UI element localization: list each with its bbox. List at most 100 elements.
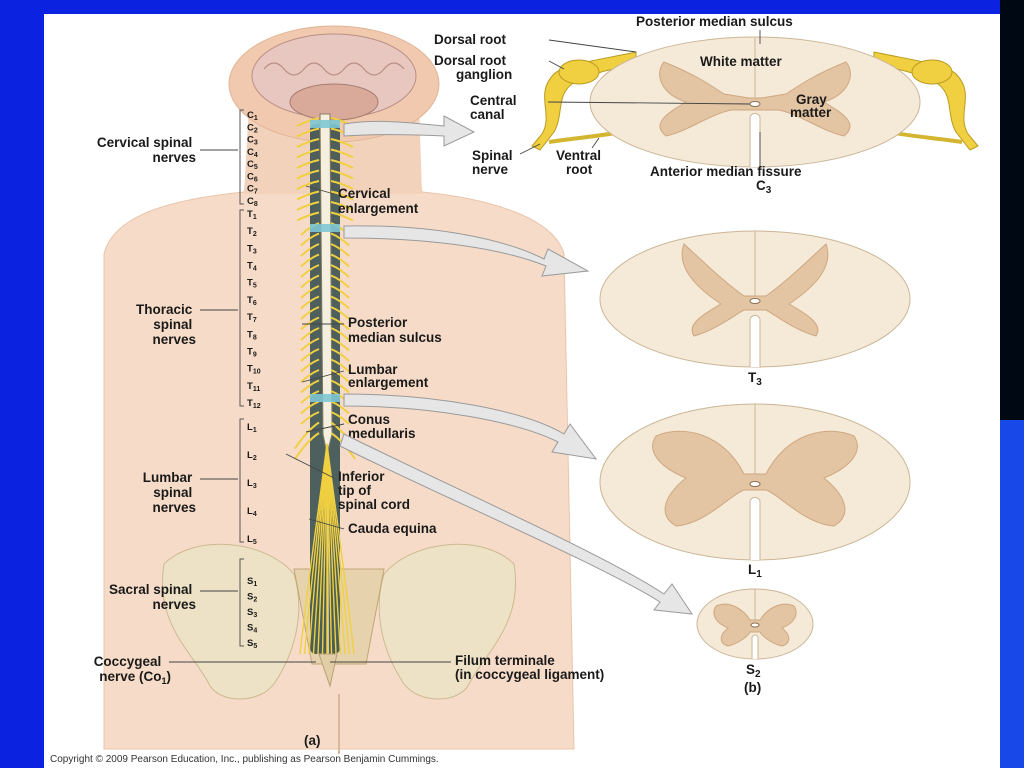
cauda-equina-fiber <box>326 443 355 655</box>
spinal-nerve-branch <box>296 169 320 180</box>
level-marker-t3 <box>310 224 340 232</box>
spinal-nerve-branch <box>330 148 354 159</box>
spinal-nerve-branch <box>300 337 320 352</box>
leader-dorsal-root <box>548 39 637 53</box>
segment-label-t2: T2 <box>247 226 257 238</box>
spinal-nerve-branch <box>300 274 320 289</box>
label-line: canal <box>470 107 505 122</box>
label-line: Lumbar <box>143 470 193 485</box>
spinal-nerve-branch <box>296 190 320 201</box>
segment-label-l3: L3 <box>247 478 257 490</box>
section-letter: T <box>748 370 757 385</box>
level-marker-l1 <box>310 394 340 402</box>
label-line: enlargement <box>338 201 419 216</box>
gray-matter-l1 <box>652 430 858 527</box>
level-arrows <box>339 115 694 615</box>
label-line: matter <box>790 105 832 120</box>
label-text: ) <box>167 669 172 684</box>
segment-label-t5: T5 <box>247 278 257 290</box>
label-line: nerves <box>152 150 196 165</box>
section-label-c3: C3 <box>756 178 772 196</box>
panel-b-label: (b) <box>744 680 761 695</box>
segment-label-t7: T7 <box>247 312 257 324</box>
spinal-nerve-branch <box>300 358 320 373</box>
segment-label-t6: T6 <box>247 295 257 307</box>
central-canal-s2 <box>750 622 760 628</box>
label-text: nerve (Co <box>99 669 161 684</box>
spinal-nerve-branch <box>300 295 320 310</box>
arrow-to-t3 <box>343 225 590 277</box>
label-line: nerve (Co1) <box>99 669 171 686</box>
label-line: Posterior <box>348 315 408 330</box>
panel-a-label: (a) <box>304 733 321 748</box>
spinal-nerve-branch <box>330 264 350 278</box>
segment-label-s5: S5 <box>247 638 257 650</box>
segment-label-l4: L4 <box>247 506 257 518</box>
label-line: medullaris <box>348 426 416 441</box>
spinal-nerve-branch <box>330 201 354 211</box>
anterior-fissure-l1 <box>749 497 761 560</box>
spinal-nerve-branch <box>296 127 320 138</box>
label-line: nerve <box>472 162 509 177</box>
segment-brackets <box>239 109 244 647</box>
bracket-cervical <box>239 109 244 205</box>
spinal-nerve-branch <box>294 432 320 460</box>
segment-label-c2: C2 <box>247 122 258 134</box>
spinal-nerve-branch <box>296 201 320 211</box>
gray-matter-c3 <box>659 61 851 137</box>
spinal-nerve-branch <box>300 306 320 320</box>
cross-section-c3 <box>531 36 979 168</box>
spinal-nerve-branch <box>300 253 320 268</box>
section-subscript: 3 <box>766 185 772 196</box>
anterior-fissure-s2 <box>751 634 759 659</box>
spinal-nerve-branch <box>300 379 320 394</box>
anterior-fissure-c3 <box>749 113 761 167</box>
label-line: Cervical <box>338 186 391 201</box>
leader-spinal-nerve <box>519 143 541 155</box>
central-canal-t3 <box>749 298 761 304</box>
segment-label-c7: C7 <box>247 184 258 196</box>
bracket-lumbar <box>239 418 244 543</box>
section-letter: S <box>746 662 755 677</box>
spinal-nerve-branch <box>330 358 350 373</box>
label-central-canal: Central canal <box>470 93 520 122</box>
spinal-nerve-branch <box>330 190 354 201</box>
spinal-nerve-branch <box>300 243 320 257</box>
spinal-nerve-branch <box>300 400 320 415</box>
label-line: Central <box>470 93 517 108</box>
central-canal-c3 <box>749 101 761 107</box>
label-line: Cervical spinal <box>97 135 192 150</box>
segment-label-t10: T10 <box>247 364 261 376</box>
spinal-cord <box>319 113 333 455</box>
spinal-nerve-branch <box>330 369 350 383</box>
label-line: spinal <box>153 317 192 332</box>
leader-dorsal-root-ganglion <box>548 60 565 70</box>
label-line: tip of <box>338 483 371 498</box>
left-labels: Cervical spinal nerves Thoracic spinal n… <box>94 135 316 686</box>
segment-label-t3: T3 <box>247 243 257 255</box>
pelvis-right <box>378 543 516 700</box>
leader-ventral-root <box>591 137 600 149</box>
spinal-nerve-branch <box>330 253 350 268</box>
spinal-nerve-branch <box>330 211 354 222</box>
spinal-cord-figure: C1C2C3C4C5C6C7C8T1T2T3T4T5T6T7T8T9T10T11… <box>50 14 979 765</box>
label-line: nerves <box>152 500 196 515</box>
segment-label-t11: T11 <box>247 381 260 393</box>
segment-label-t1: T1 <box>247 209 257 221</box>
label-lumbar-nerves: Lumbar spinal nerves <box>143 470 196 515</box>
segment-label-t4: T4 <box>247 261 257 273</box>
segment-label-c8: C8 <box>247 196 258 208</box>
panel-b-labels: Posterior median sulcus Dorsal root Dors… <box>434 14 832 695</box>
level-marker-c3 <box>310 120 340 128</box>
spinal-nerve-branch <box>296 117 320 127</box>
spinal-nerve-branch <box>330 400 350 415</box>
copyright-text: Copyright © 2009 Pearson Education, Inc.… <box>50 754 439 765</box>
label-dorsal-root: Dorsal root <box>434 32 507 47</box>
spinal-nerve-branch <box>330 232 350 247</box>
spinal-nerve-branch <box>300 348 320 362</box>
spinal-nerve-branch <box>296 159 320 169</box>
spinal-nerve-branch <box>330 316 350 331</box>
label-line: nerves <box>152 332 196 347</box>
